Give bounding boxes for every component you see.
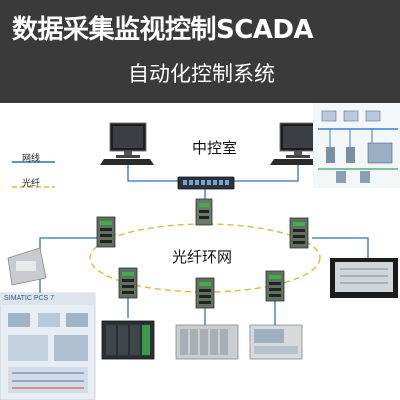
scada-software-thumbnail <box>0 292 96 400</box>
plc-device-b <box>175 324 239 360</box>
link-pc-right-switch <box>232 160 299 182</box>
banner-subtitle: 自动化控制系统 <box>128 62 275 86</box>
ring-switch-bottom-center <box>195 277 215 309</box>
plc-device-a <box>101 320 155 360</box>
ring-switch-left <box>96 216 116 248</box>
scada-software-title: SIMATIC PCS 7 <box>4 295 55 302</box>
plc-device-c <box>249 324 303 360</box>
link-pc-left-switch <box>127 160 188 182</box>
fiber-ring-label: 光纤环网 <box>172 248 233 266</box>
legend-fiber-label: 光纤 <box>22 179 41 189</box>
control-room-label: 中控室 <box>192 139 238 157</box>
network-schematic-thumbnail <box>313 103 400 188</box>
legend-network-label: 网线 <box>22 154 41 164</box>
diagram-canvas <box>0 103 400 400</box>
header-banner: 数据采集监视控制SCADA 自动化控制系统 <box>0 0 400 103</box>
hmi-panel-right <box>330 258 398 298</box>
pc-right-icon <box>270 122 324 165</box>
ring-switch-bottom-right <box>265 270 285 302</box>
link-right-branch <box>312 237 369 258</box>
ring-switch-top <box>195 198 213 226</box>
network-diagram: 网线 光纤 中控室 光纤环网 SIMATIC PCS 7 <box>0 103 400 400</box>
core-switch-icon <box>177 176 235 190</box>
ring-switch-right <box>289 217 309 249</box>
pc-left-icon <box>100 122 154 165</box>
ring-switch-bottom-left <box>118 267 138 299</box>
banner-title: 数据采集监视控制SCADA <box>12 15 314 45</box>
field-device-left <box>7 247 47 286</box>
